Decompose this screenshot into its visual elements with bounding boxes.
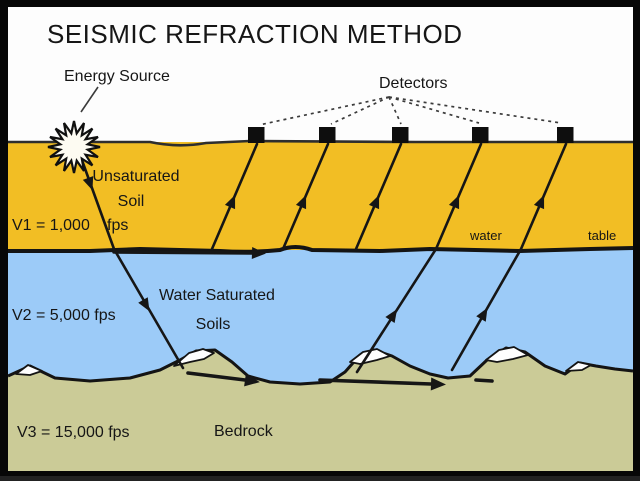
detector-icon	[557, 127, 574, 143]
head-wave-bedrock-3	[474, 378, 494, 383]
detector-dash-line	[388, 96, 480, 124]
ray-arrow-icon	[368, 195, 380, 210]
ray-arrow-icon	[295, 195, 307, 210]
detector-leader-lines	[258, 96, 562, 126]
page-title: SEISMIC REFRACTION METHOD	[47, 19, 463, 49]
detectors-group	[248, 127, 574, 143]
bedrock-mound-icon	[173, 348, 215, 367]
detector-icon	[392, 127, 409, 143]
ray-arrow-icon	[224, 195, 236, 210]
head-wave-bedrock-1	[186, 371, 247, 382]
bedrock-mound-icon	[349, 348, 391, 365]
detector-dash-line	[388, 96, 402, 125]
v2-velocity-label: V2 = 5,000 fps	[12, 307, 116, 324]
energy-source-label: Energy Source	[64, 68, 170, 85]
ray-arrow-icon	[244, 373, 260, 387]
ray-arrow-icon	[476, 307, 488, 322]
bedrock-label: Bedrock	[214, 423, 274, 440]
unsaturated-soil-label-line2: Soil	[118, 193, 145, 210]
saturated-soil-label-line2: Soils	[196, 316, 231, 333]
ray-down-soil	[77, 150, 116, 251]
unsaturated-soil-label-line1: Unsaturated	[92, 168, 179, 185]
ray-arrow-icon	[82, 176, 94, 191]
ray-arrow-icon	[448, 195, 460, 210]
detector-icon	[319, 127, 336, 143]
detectors-label: Detectors	[379, 75, 447, 92]
bedrock-mound-icon	[565, 361, 592, 372]
ray-arrow-icon	[430, 377, 446, 391]
detector-dash-line	[258, 96, 390, 126]
ray-arrow-icon	[251, 247, 266, 259]
saturated-soil-label-line1: Water Saturated	[159, 287, 275, 304]
bedrock-mound-icon	[15, 364, 43, 376]
water-table-label-water: water	[469, 228, 502, 243]
detector-icon	[472, 127, 489, 143]
seismic-ray-paths	[77, 142, 568, 391]
ray-arrow-icon	[138, 297, 150, 312]
detector-dash-line	[388, 96, 562, 124]
detector-icon	[248, 127, 265, 143]
v3-velocity-label: V3 = 15,000 fps	[17, 424, 130, 441]
v1-velocity-unit: fps	[107, 217, 128, 234]
ground-surface-line	[8, 139, 633, 147]
v1-velocity-label: V1 = 1,000	[12, 217, 90, 234]
head-wave-bedrock-2	[318, 378, 433, 386]
ray-arrow-icon	[385, 309, 398, 323]
head-wave-water-table	[112, 250, 254, 255]
ray-arrow-icon	[533, 195, 545, 210]
water-table-label-table: table	[588, 228, 616, 243]
bedrock-mound-icon	[485, 346, 529, 363]
energy-source-leader-line	[80, 86, 99, 113]
energy-source-burst-icon	[47, 120, 101, 174]
